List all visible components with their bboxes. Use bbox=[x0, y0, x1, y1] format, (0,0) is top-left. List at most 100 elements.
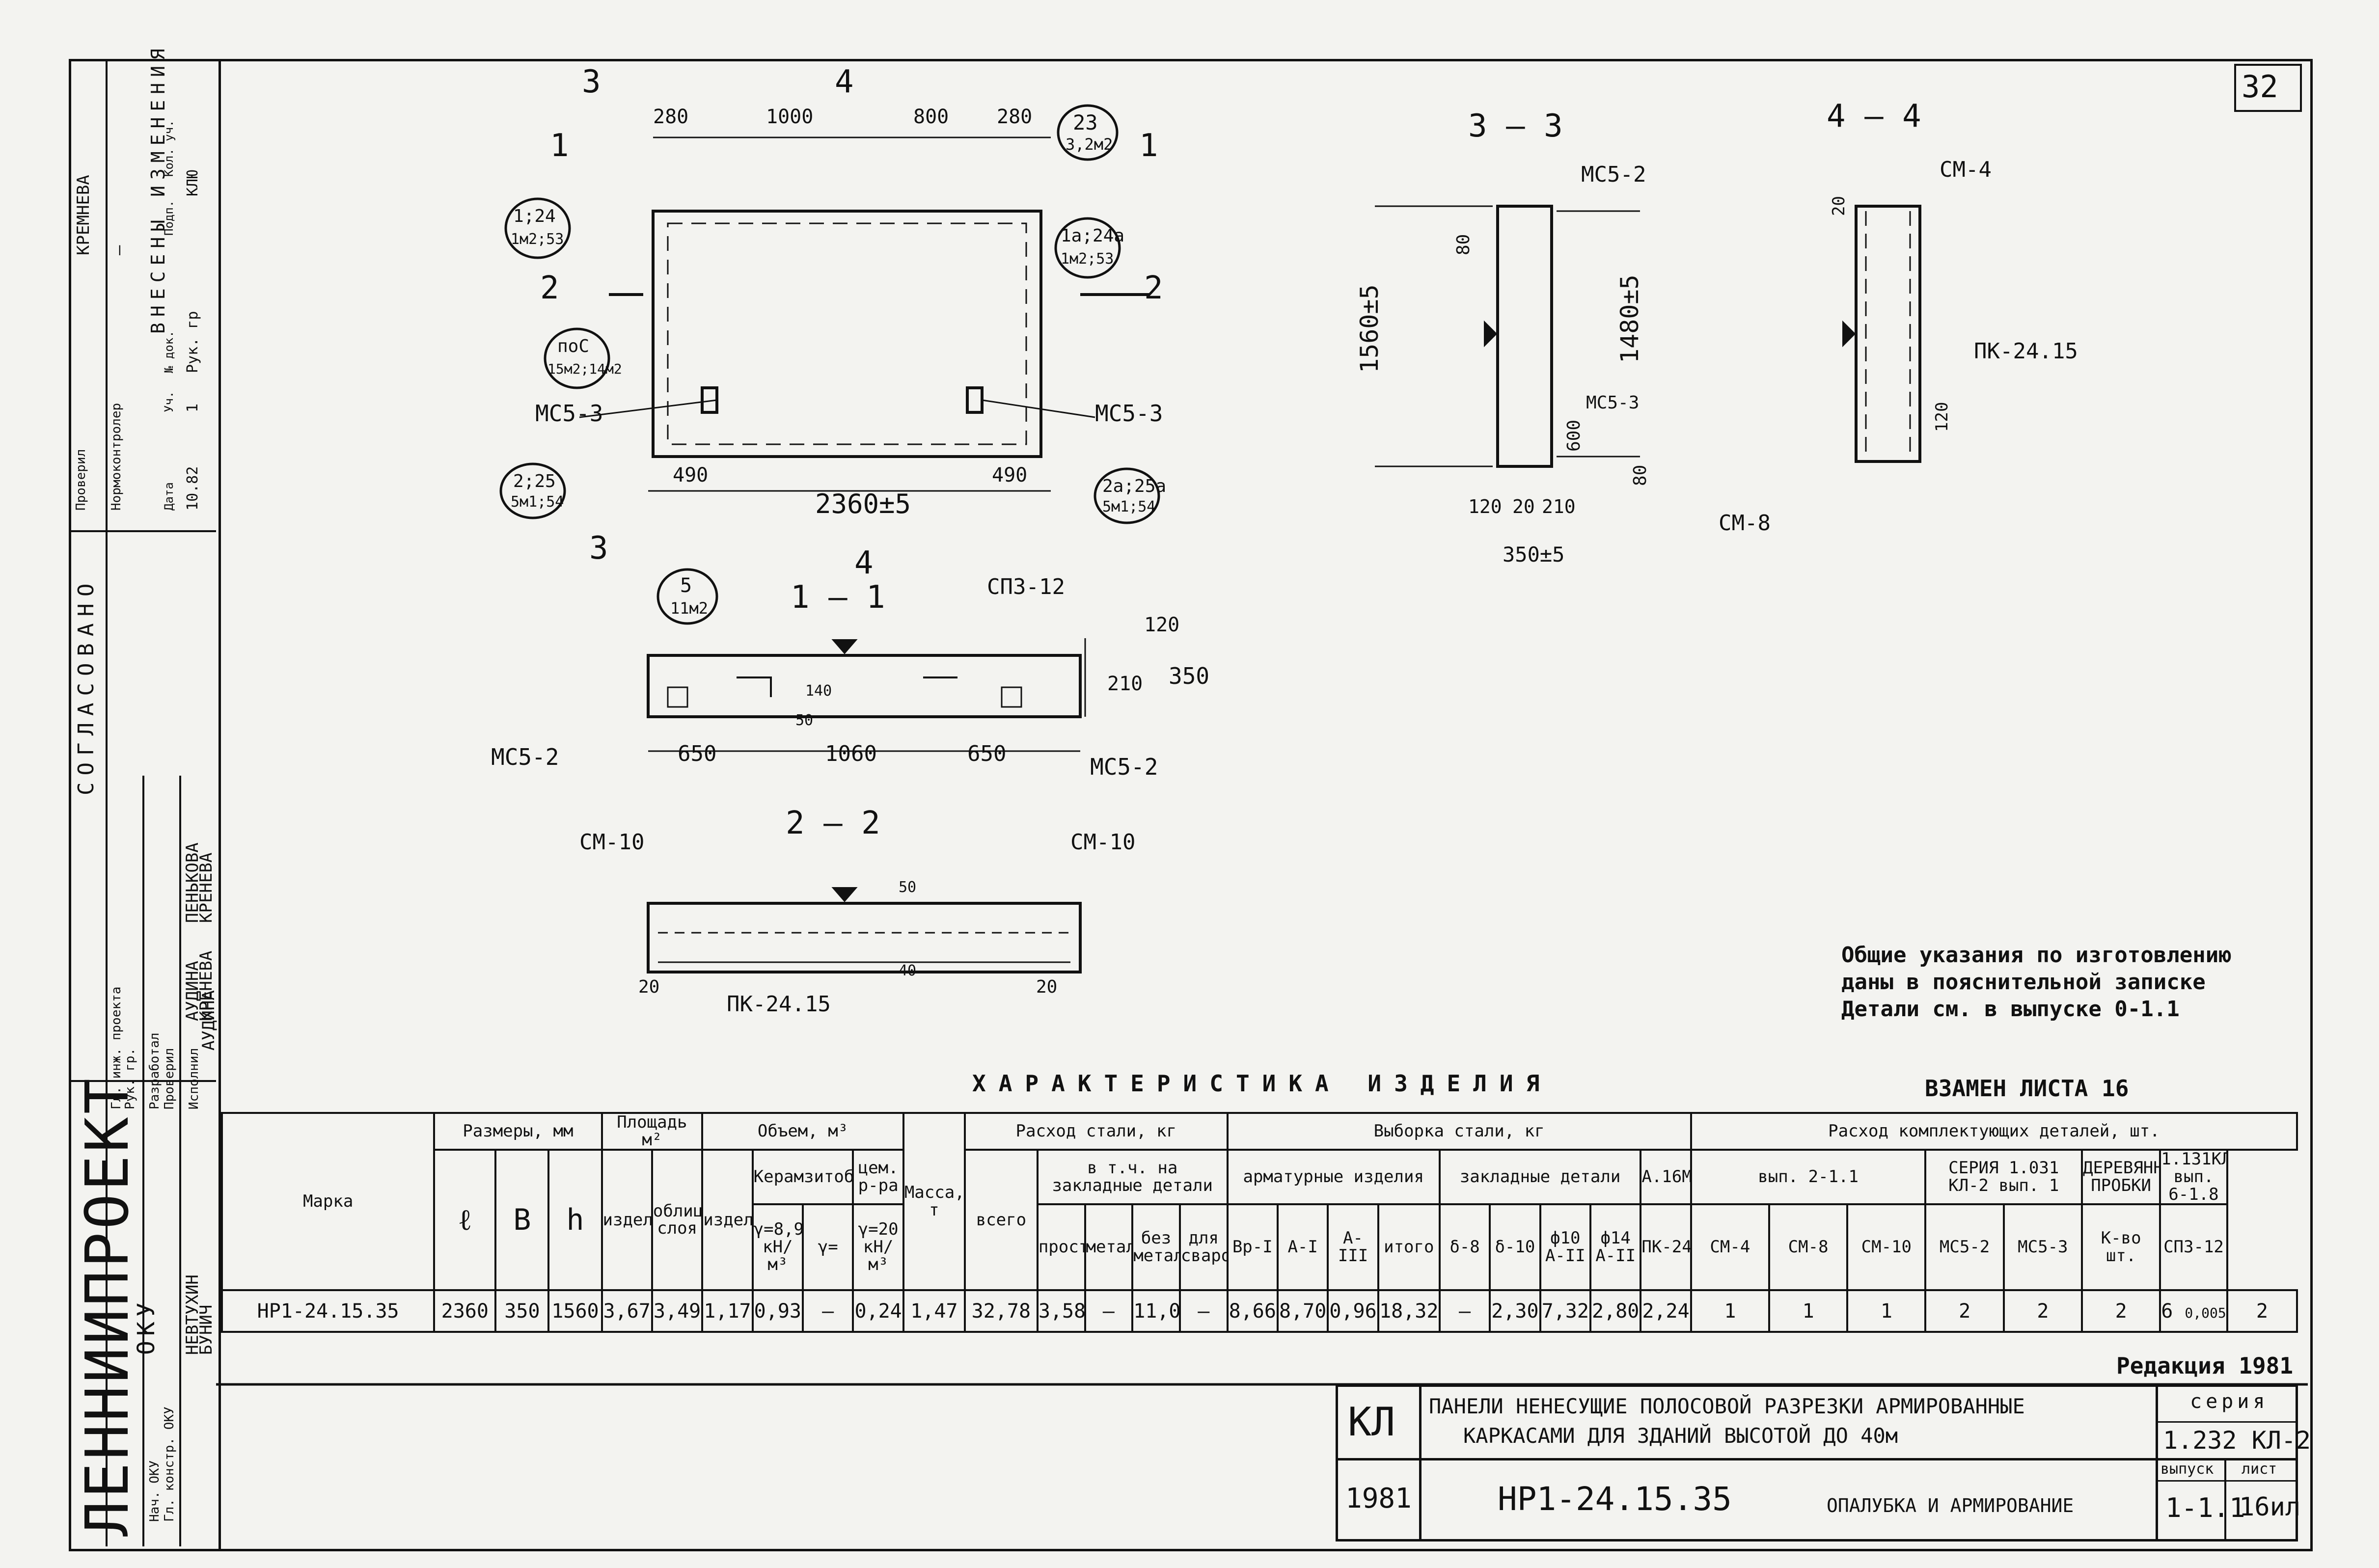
cell-pk: 1 bbox=[1690, 1289, 1770, 1333]
dim-label: 1000 bbox=[766, 106, 814, 128]
table-title: ХАРАКТЕРИСТИКА ИЗДЕЛИЯ bbox=[972, 1070, 1553, 1097]
dim-label: 210 bbox=[1542, 496, 1576, 517]
cell-wood-n: 6 bbox=[2161, 1299, 2173, 1323]
dim-label: 80 bbox=[1630, 464, 1650, 486]
section-4-4-outline bbox=[1855, 205, 1921, 463]
cell-steel-total: 32,78 bbox=[963, 1289, 1039, 1333]
callout-top: 1;24 bbox=[513, 206, 556, 226]
cell-e14a: 2,80 bbox=[1589, 1289, 1642, 1333]
note-line: Детали см. в выпуске 0-1.1 bbox=[1841, 997, 2180, 1022]
tb-hline bbox=[1336, 1458, 2298, 1460]
col-vol-k2: γ= bbox=[802, 1203, 854, 1292]
dim-label: 120 bbox=[1932, 402, 1952, 432]
dim-label: 120 bbox=[1144, 614, 1180, 636]
callout-bottom: 11м2 bbox=[670, 599, 709, 618]
dim-label: 20 bbox=[1829, 196, 1849, 216]
cell-bp: 8,66 bbox=[1226, 1289, 1279, 1333]
callout-top: 2а;25а bbox=[1102, 476, 1167, 496]
col-n-weld: для сварочных bbox=[1178, 1203, 1229, 1292]
col-n-simple: без металлизации bbox=[1131, 1203, 1181, 1292]
section-1-1-outline bbox=[647, 654, 1082, 718]
part-label: СМ-8 bbox=[1719, 511, 1771, 536]
cell-mc53: 2 bbox=[2080, 1289, 2161, 1333]
tb-subtitle: ОПАЛУБКА И АРМИРОВАНИЕ bbox=[1827, 1495, 2074, 1516]
dim-label: 600 bbox=[1564, 419, 1584, 452]
tb-vline bbox=[2156, 1384, 2158, 1541]
cell-wood: 6 0,005 bbox=[2159, 1289, 2228, 1333]
tb-series: 1.232 КЛ-2 bbox=[2163, 1426, 2311, 1455]
section-2-2-outline bbox=[647, 902, 1082, 973]
col-mc52: МС5-2 bbox=[1924, 1203, 2005, 1292]
cell-cm4: 1 bbox=[1768, 1289, 1849, 1333]
col-vol-k1: γ=8,9 кН/м³ bbox=[751, 1203, 804, 1292]
col-vyp: вып. 2-1.1 bbox=[1690, 1149, 1927, 1206]
col-d10: δ-10 bbox=[1489, 1203, 1541, 1292]
col-bp: Вр-I bbox=[1226, 1203, 1279, 1292]
tb-year: 1981 bbox=[1345, 1483, 1412, 1514]
dim-label: 140 bbox=[805, 682, 832, 700]
part-label: СП3-12 bbox=[987, 574, 1065, 599]
part-label: МС5-2 bbox=[491, 744, 559, 770]
cell-wood-v: 0,005 bbox=[2185, 1304, 2226, 1321]
col-a16m1: А.16М1 bbox=[1640, 1149, 1692, 1206]
callout-bottom: 1м2;53 bbox=[1061, 250, 1114, 268]
callout-bottom: 1м2;53 bbox=[511, 231, 564, 248]
section-mark: 3 bbox=[589, 530, 608, 567]
tb-vline bbox=[2224, 1458, 2226, 1541]
col-cm10: СМ-10 bbox=[1846, 1203, 1927, 1292]
cell-a1: 8,70 bbox=[1276, 1289, 1329, 1333]
revision: Редакция 1981 bbox=[2116, 1352, 2294, 1379]
dim-label: 280 bbox=[653, 106, 689, 128]
tb-sheet: 16ил bbox=[2239, 1492, 2301, 1522]
dim-label: 2360±5 bbox=[815, 488, 911, 519]
col-a3: А-III bbox=[1327, 1203, 1379, 1292]
col-area-facing: облицовочного слоя bbox=[651, 1149, 704, 1292]
col-m-simple: простые bbox=[1036, 1203, 1086, 1292]
part-label: СМ-10 bbox=[1070, 830, 1136, 855]
tb-code: КЛ bbox=[1348, 1399, 1395, 1445]
part-label: МС5-3 bbox=[1095, 400, 1163, 427]
dim-label: 80 bbox=[1453, 234, 1474, 255]
plan-outline bbox=[652, 210, 1042, 458]
cell-n-simple: 11,08 bbox=[1131, 1289, 1181, 1333]
section-title: 2 — 2 bbox=[786, 805, 880, 841]
dim-label: 50 bbox=[899, 879, 917, 896]
callout-top: 5 bbox=[680, 574, 692, 597]
dim-label: 490 bbox=[992, 464, 1028, 487]
dim-label: 20 bbox=[1512, 496, 1535, 517]
dim-label: 650 bbox=[967, 741, 1007, 766]
col-steel-total: всего bbox=[963, 1149, 1039, 1292]
cell-vol-k2: — bbox=[802, 1289, 854, 1333]
cell-h: 1560 bbox=[547, 1289, 603, 1333]
part-label: ПК-24.15 bbox=[1974, 339, 2078, 364]
sheet-number-box bbox=[2234, 64, 2302, 112]
col-pk: ПК-24.15 bbox=[1640, 1203, 1692, 1292]
col-embed: закладные детали bbox=[1438, 1149, 1642, 1206]
col-vol-cement: цем. р-ра bbox=[852, 1149, 904, 1206]
callout-bottom: 5м1;54 bbox=[511, 493, 564, 511]
cell-mark: НР1-24.15.35 bbox=[220, 1289, 436, 1333]
col-steel-incl: в т.ч. на закладные детали bbox=[1036, 1149, 1229, 1206]
part-label: МС5-3 bbox=[1586, 393, 1640, 413]
cell-n-weld: — bbox=[1178, 1289, 1229, 1333]
section-mark: 1 bbox=[550, 128, 569, 164]
part-label: СМ-10 bbox=[579, 830, 645, 855]
section-title: 3 — 3 bbox=[1468, 108, 1563, 144]
dim-label: 800 bbox=[913, 106, 949, 128]
section-3-3-outline bbox=[1496, 205, 1553, 468]
section-mark: 1 bbox=[1139, 128, 1158, 164]
col-itogo: итого bbox=[1377, 1203, 1441, 1292]
stamp-vline bbox=[179, 776, 181, 1546]
cell-e10: 7,32 bbox=[1539, 1289, 1591, 1333]
cell-cm8: 1 bbox=[1846, 1289, 1927, 1333]
table-row: НР1-24.15.35 2360 350 1560 3,67 3,49 1,1… bbox=[220, 1289, 2298, 1333]
stamp-hline bbox=[69, 530, 216, 532]
section-mark: 4 bbox=[835, 64, 854, 100]
cell-itogo: 18,32 bbox=[1377, 1289, 1441, 1333]
dim-label: 50 bbox=[795, 712, 814, 729]
col-last: 1.131КЛ-1 вып. 6-1.8 bbox=[2159, 1149, 2228, 1206]
cell-b: 350 bbox=[494, 1289, 550, 1333]
dim-label: 350±5 bbox=[1503, 542, 1565, 567]
callout-top: 23 bbox=[1073, 110, 1098, 135]
col-cm8: СМ-8 bbox=[1768, 1203, 1849, 1292]
